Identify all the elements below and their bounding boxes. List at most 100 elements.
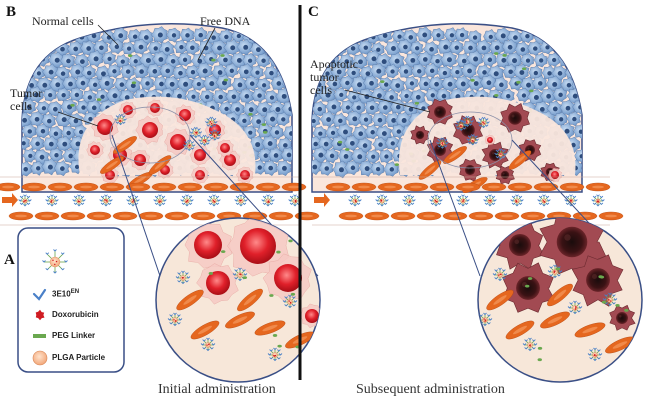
free-dna-fragment [494,93,499,97]
free-dna-fragment [414,101,420,105]
normal-cell [565,38,582,55]
red-blood-cell [151,182,177,192]
normal-cell [545,27,561,43]
normal-cell [319,110,337,128]
normal-cell [203,51,218,67]
free-dna-fragment [269,294,274,297]
normal-cell [48,27,63,43]
normal-cell [41,63,59,81]
red-blood-cell [377,182,403,192]
normal-cell [185,89,200,104]
nanoparticle [466,134,480,146]
normal-cell [492,76,508,93]
nanoparticle [207,194,221,207]
nanoparticle [288,194,302,207]
normal-cell [74,74,90,91]
normal-cell [218,28,233,45]
normal-cell [410,63,426,79]
normal-cell [269,30,285,45]
label-free-dna: Free DNA [200,14,251,28]
normal-cell [218,100,234,117]
normal-cell [344,160,360,176]
red-blood-cell [148,155,172,175]
normal-cell [101,51,117,66]
red-blood-cell [34,211,60,221]
normal-cell [520,53,534,68]
normal-cell [364,124,380,140]
pointer-line [97,24,119,46]
panel-label-c: C [308,4,319,20]
normal-cell [325,97,342,116]
normal-cell [215,73,232,91]
normal-cell [60,98,77,116]
apoptotic-cells-group [398,96,576,194]
free-dna-fragment [525,284,530,288]
normal-cell [241,52,257,69]
free-dna-fragment [598,275,603,279]
doxorubicin-icon [35,309,45,321]
normal-cell [274,111,290,127]
red-blood-cell [100,156,124,174]
normal-cell [150,26,168,44]
panel-label-a: A [4,252,15,268]
normal-cell [454,27,469,43]
normal-cell [254,27,270,44]
normal-cell [268,124,284,140]
red-blood-cell [21,182,47,192]
red-blood-cell [73,182,99,192]
normal-cell [166,27,181,43]
free-dna-fragment [262,130,268,134]
nanoparticle [483,194,497,207]
normal-cell [533,52,548,68]
free-dna-fragment [394,163,400,167]
free-dna-fragment [277,344,282,348]
normal-cell [531,75,547,92]
nanoparticle [477,116,490,129]
plga-particle-icon [32,350,48,366]
normal-cell [465,50,483,68]
red-blood-cell [60,211,86,221]
normal-cell [376,99,393,116]
normal-cell [97,74,115,92]
normal-cell [185,64,200,80]
normal-cell [318,86,336,104]
normal-cell [282,124,292,142]
normal-cell [403,51,421,69]
normal-cell [351,53,368,70]
normal-cell [566,111,582,127]
blood-vessel-subsequent [312,176,624,226]
tumor-cell [189,145,211,166]
normal-cell [243,75,260,92]
apoptotic-cell [495,165,515,185]
normal-cell [423,62,439,79]
normal-cell [396,39,413,55]
normal-cell [337,28,354,46]
normal-cell [159,62,175,79]
normal-cell [358,160,375,177]
normal-cell [179,27,195,43]
red-blood-cell [125,182,151,192]
nanoparticle [567,300,583,315]
nanoparticle [312,332,320,347]
normal-cell [30,41,45,57]
normal-cell [488,39,505,56]
red-blood-cell [520,211,546,221]
normal-cell [332,160,349,179]
red-blood-cell [254,320,286,336]
red-blood-cell [176,289,204,311]
red-blood-cell [481,182,507,192]
normal-cell [430,28,445,42]
normal-cell [460,62,478,80]
red-blood-cell [99,182,125,192]
tumor-cell [86,140,104,159]
red-blood-cell [229,182,255,192]
caption-subsequent: Subsequent administration [356,382,505,397]
free-dna-fragment [70,103,75,107]
normal-cell [236,38,254,56]
nanoparticle [267,347,283,362]
normal-cell [364,149,380,164]
red-blood-cell [533,182,559,192]
normal-cell [106,63,122,79]
nanoparticle [18,194,32,207]
normal-cell [61,75,78,92]
